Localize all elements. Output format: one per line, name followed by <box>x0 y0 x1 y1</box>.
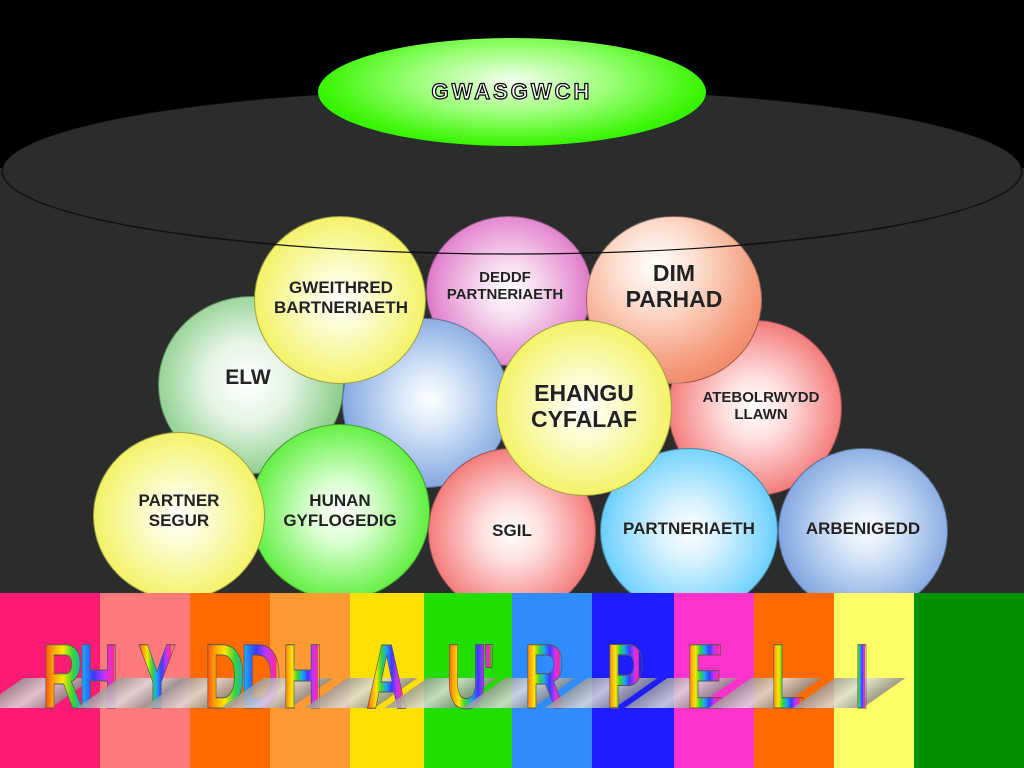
stripe-12 <box>914 593 1024 768</box>
banner-letter: P <box>606 626 645 728</box>
ball-ehangu-cyfalaf: EHANGU CYFALAF <box>496 320 672 496</box>
rainbow-stripes <box>0 593 1024 768</box>
banner-letter: R <box>524 626 566 728</box>
atebolrwydd-line-2: LLAWN <box>734 406 788 423</box>
gweithred-line-2: BARTNERIAETH <box>273 298 409 317</box>
banner-letter: H <box>282 626 324 728</box>
ball-arbenigedd: ARBENIGEDD <box>778 448 948 614</box>
ball-partneriaeth-label: PARTNERIAETH <box>623 519 755 539</box>
deddf-line-2: PARTNERIAETH <box>446 286 564 303</box>
banner-letter: L <box>770 626 805 728</box>
gweithred-line-1: GWEITHRED <box>289 278 393 298</box>
banner-letter: A <box>366 626 408 728</box>
deddf-line-1: DEDDF <box>479 268 531 286</box>
ball-sgil-label: SGIL <box>492 521 532 541</box>
ball-deddf-label: DEDDF PARTNERIAETH <box>447 269 563 304</box>
hunan-line-1: HUNAN <box>309 491 371 511</box>
ball-partner-segur-label: PARTNER SEGUR <box>139 491 220 530</box>
ball-arbenigedd-label: ARBENIGEDD <box>805 519 921 539</box>
ball-gweithred-bartneriaeth: GWEITHRED BARTNERIAETH <box>254 216 426 384</box>
ehangu-line-2: CYFALAF <box>530 406 638 432</box>
ball-partner-segur: PARTNER SEGUR <box>93 432 265 600</box>
partner-segur-line-1: PARTNER <box>138 491 220 511</box>
banner-letter: U' <box>446 626 496 728</box>
banner-letter: Y <box>138 626 177 728</box>
banner-letter: I <box>854 626 870 728</box>
hunan-line-2: GYFLOGEDIG <box>283 511 397 530</box>
dim-line-1: DIM <box>652 259 696 286</box>
ball-dim-parhad-label: DIM PARHAD <box>626 260 723 313</box>
ball-elw-label: ELW <box>225 365 271 389</box>
banner-letter: DD <box>204 626 282 728</box>
lid-label-text: GWASGWCH <box>431 78 593 104</box>
ball-atebolrwydd-label: ATEBOLRWYDD LLAWN <box>703 389 820 424</box>
dim-line-2: PARHAD <box>625 286 723 312</box>
lid-label: GWASGWCH <box>318 38 706 146</box>
partner-segur-line-2: SEGUR <box>148 511 210 530</box>
banner-letter: RH <box>42 626 120 728</box>
banner-letter: E <box>686 626 725 728</box>
ball-hunan-label: HUNAN GYFLOGEDIG <box>283 491 396 530</box>
atebolrwydd-line-1: ATEBOLRWYDD <box>702 388 820 406</box>
ball-hunan-gyflogedig: HUNAN GYFLOGEDIG <box>250 424 430 600</box>
ball-ehangu-label: EHANGU CYFALAF <box>531 380 637 433</box>
ehangu-line-1: EHANGU <box>534 379 634 406</box>
ball-gweithred-label: GWEITHRED BARTNERIAETH <box>274 278 408 317</box>
